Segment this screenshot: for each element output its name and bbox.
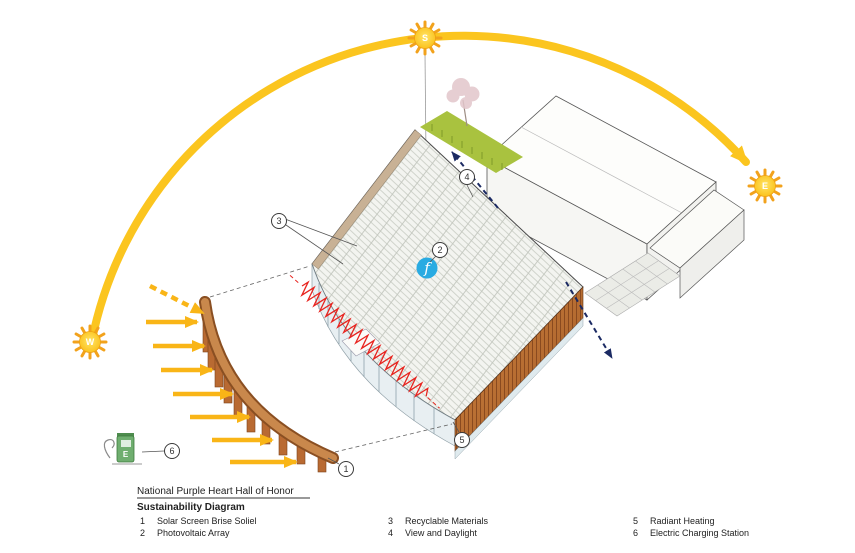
callout-3: 3 [271, 213, 358, 265]
view-arrow-up [451, 151, 499, 209]
view-arrows [451, 151, 613, 359]
legend: National Purple Heart Hall of Honor Sust… [137, 486, 749, 538]
heating-zigzag [300, 280, 429, 398]
legend-label-5: Radiant Heating [650, 516, 715, 526]
legend-label-1: Solar Screen Brise Soliel [157, 516, 257, 526]
heating-lead-line [427, 397, 440, 409]
callout-4: 4 [459, 169, 475, 198]
copper-slats [455, 287, 583, 451]
brise-soleil [199, 296, 339, 473]
legend-label-3: Recyclable Materials [405, 516, 489, 526]
brise-beam-top [201, 298, 337, 462]
legend-num-6: 6 [633, 528, 638, 538]
copper-wall [454, 286, 584, 460]
callout-1-number: 1 [343, 464, 348, 474]
ev-charger-letter: E [123, 450, 129, 459]
sun-west: W [72, 324, 108, 360]
fan-symbol-letter: f [423, 259, 432, 277]
project-title: National Purple Heart Hall of Honor [137, 486, 294, 497]
projection-line-bottom [334, 423, 453, 453]
legend-label-4: View and Daylight [405, 528, 477, 538]
callout-6: 6 [141, 443, 180, 459]
callout-6-number: 6 [169, 446, 174, 456]
ev-cable [103, 439, 115, 459]
sun-south: S [407, 20, 443, 56]
sun-west-label: W [86, 337, 95, 347]
diagram-subtitle: Sustainability Diagram [137, 502, 245, 513]
green-roof-strip [420, 111, 523, 173]
callout-2-number: 2 [437, 245, 442, 255]
base-glass-band [454, 317, 584, 460]
ev-charger-cap [117, 433, 134, 438]
grass-blades [431, 124, 503, 170]
callout-5: 5 [452, 421, 470, 448]
back-wing-wall [679, 209, 745, 299]
heating-lead-line [289, 275, 301, 286]
paver-grid-lines [595, 260, 670, 309]
legend-label-2: Photovoltaic Array [157, 528, 230, 538]
callout-4-number: 4 [464, 172, 469, 182]
legend-num-4: 4 [388, 528, 393, 538]
callout-3-number: 3 [276, 216, 281, 226]
view-arrow-down [565, 281, 613, 359]
legend-num-5: 5 [633, 516, 638, 526]
tree [446, 78, 480, 127]
ev-charger: E [103, 433, 142, 465]
sun-path-arc [88, 31, 750, 344]
callout-2: 2 [429, 242, 448, 263]
sun-ray-arrow-dashed [148, 283, 205, 316]
projection-line-top [209, 265, 311, 298]
fan-symbol: f [416, 257, 438, 279]
tree-canopy [446, 78, 480, 109]
back-building [486, 95, 745, 301]
paver-terrace [584, 252, 681, 317]
back-building-roof-fold [520, 126, 683, 214]
callout-5-number: 5 [459, 435, 464, 445]
legend-num-2: 2 [140, 528, 145, 538]
sun-east-label: E [762, 181, 768, 191]
legend-label-6: Electric Charging Station [650, 528, 749, 538]
callout-1: 1 [327, 457, 354, 477]
sun-south-label: S [422, 33, 428, 43]
wood-fascia [311, 129, 422, 270]
sun-east: E [747, 168, 783, 204]
sun-ray-arrows [146, 283, 298, 468]
ev-charger-screen [121, 440, 131, 447]
legend-num-3: 3 [388, 516, 393, 526]
legend-num-1: 1 [140, 516, 145, 526]
